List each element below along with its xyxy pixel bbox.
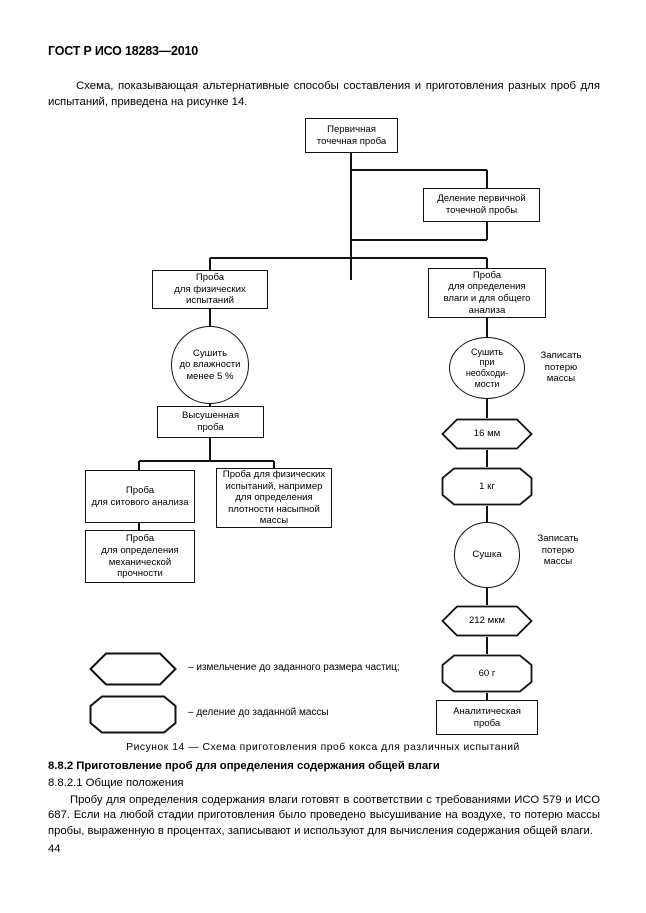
flow-node-analysis-sample: Аналитическая проба xyxy=(436,700,538,735)
hexagon-shape xyxy=(441,418,533,450)
flow-node-label: Сушить до влажности менее 5 % xyxy=(179,347,241,382)
flow-node-dry-below-5-percent: Сушить до влажности менее 5 % xyxy=(171,326,249,404)
flow-node-label: Деление первичной точечной пробы xyxy=(437,193,526,216)
flow-node-label: Аналитическая проба xyxy=(453,705,521,729)
section-paragraph: Пробу для определения содержания влаги г… xyxy=(48,793,600,839)
intro-paragraph: Схема, показывающая альтернативные спосо… xyxy=(48,78,600,110)
flow-node-dried-sample: Высушенная проба xyxy=(157,406,264,438)
annotation-record-mass-loss-2: Записать потерю массы xyxy=(537,533,579,568)
flow-node-mechanical-strength-sample: Проба для определения механической прочн… xyxy=(85,530,195,583)
hexagon-shape xyxy=(441,605,533,637)
flowchart-figure: Первичная точечная проба Деление первичн… xyxy=(85,118,582,735)
flow-node-sieve-analysis-sample: Проба для ситового анализа xyxy=(85,470,195,523)
flow-node-drying: Сушка xyxy=(454,522,520,588)
flow-node-label: Высушенная проба xyxy=(181,410,240,433)
legend-label-division: – деление до заданной массы xyxy=(188,707,329,718)
intro-text: Схема, показывающая альтернативные спосо… xyxy=(48,80,600,108)
octagon-shape xyxy=(441,654,533,693)
flow-node-crush-212um: 212 мкм xyxy=(441,605,533,637)
flow-node-label: 16 мм xyxy=(473,428,501,440)
flow-node-divide-60g: 60 г xyxy=(441,654,533,693)
flow-node-dry-if-necessary: Сушить при необходи- мости xyxy=(449,337,525,399)
flow-node-label: 60 г xyxy=(478,667,496,679)
flow-node-primary-increment: Первичная точечная проба xyxy=(305,118,398,153)
legend-octagon-symbol xyxy=(89,695,177,734)
flow-node-label: Проба для ситового анализа xyxy=(91,484,189,508)
flow-node-label: 1 кг xyxy=(479,480,495,492)
document-standard-number: ГОСТ Р ИСО 18283—2010 xyxy=(48,44,199,58)
legend-hexagon-symbol xyxy=(89,652,177,686)
flow-node-label: Первичная точечная проба xyxy=(316,123,387,147)
section-paragraph-text: Пробу для определения содержания влаги г… xyxy=(48,794,600,837)
flow-node-label: Сушить при необходи- мости xyxy=(465,346,509,389)
flow-node-label: Проба для определения механической прочн… xyxy=(101,533,179,580)
annotation-record-mass-loss-1: Записать потерю массы xyxy=(540,350,582,385)
octagon-shape xyxy=(89,695,177,734)
figure-caption: Рисунок 14 — Схема приготовления проб ко… xyxy=(126,742,520,753)
flow-node-label: Проба для физических испытаний, например… xyxy=(222,469,326,527)
flow-node-label: 212 мкм xyxy=(468,615,506,627)
flow-node-physical-test-sample: Проба для физических испытаний xyxy=(152,270,268,309)
flow-node-label: Проба для физических испытаний xyxy=(174,272,246,307)
flow-node-moisture-general-analysis-sample: Проба для определения влаги и для общего… xyxy=(428,268,546,318)
flow-node-divide-1kg: 1 кг xyxy=(441,467,533,506)
flow-node-label: Сушка xyxy=(472,549,502,561)
section-heading-8-8-2-1: 8.8.2.1 Общие положения xyxy=(48,777,184,789)
flow-node-label: Проба для определения влаги и для общего… xyxy=(443,269,531,316)
page-number: 44 xyxy=(48,843,61,855)
flow-node-crush-16mm: 16 мм xyxy=(441,418,533,450)
flowchart-connectors xyxy=(138,153,488,700)
flow-node-bulk-density-sample: Проба для физических испытаний, например… xyxy=(216,468,332,528)
legend-label-crushing: – измельчение до заданного размера части… xyxy=(188,662,400,673)
section-heading-8-8-2: 8.8.2 Приготовление проб для определения… xyxy=(48,760,440,772)
hexagon-shape xyxy=(89,652,177,686)
flow-node-division-of-primary: Деление первичной точечной пробы xyxy=(423,188,540,222)
octagon-shape xyxy=(441,467,533,506)
